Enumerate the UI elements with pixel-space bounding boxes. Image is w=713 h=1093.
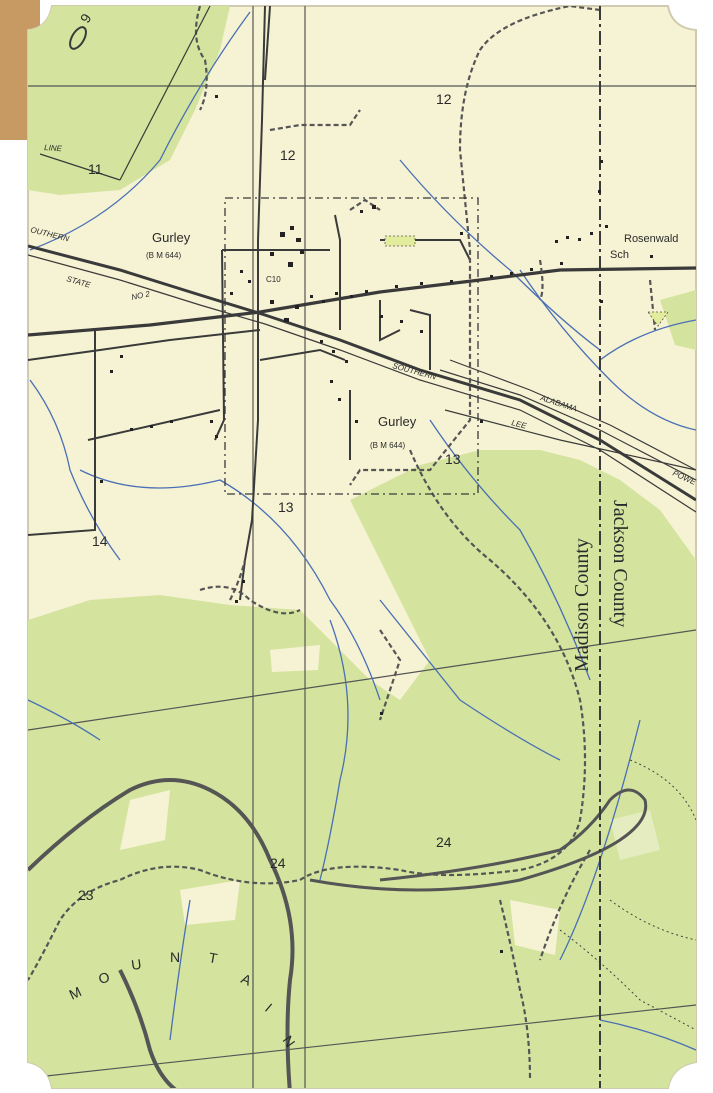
streams xyxy=(28,11,696,1051)
label-road-c10: C10 xyxy=(266,275,281,284)
clearing-south-2 xyxy=(180,880,240,925)
clearing-south-1 xyxy=(120,790,170,850)
mountain-letter: N xyxy=(170,949,180,965)
trails xyxy=(559,759,696,1031)
label-county-madison: Madison County xyxy=(571,538,593,672)
buildings xyxy=(100,95,653,953)
label-bm-south: (B M 644) xyxy=(370,441,405,450)
looped-road xyxy=(309,788,648,892)
label-section-14: 14 xyxy=(92,533,108,549)
mountain-letter: O xyxy=(97,969,112,987)
label-section-23: 23 xyxy=(78,887,94,903)
label-county-jackson: Jackson County xyxy=(609,500,631,627)
label-section-13b: 13 xyxy=(278,499,294,515)
mountain-road xyxy=(28,778,295,1088)
label-town-gurley-north: Gurley xyxy=(152,230,191,245)
label-section-24a: 24 xyxy=(436,834,452,850)
label-school-abbr: Sch xyxy=(610,249,629,261)
power-line xyxy=(39,6,696,471)
tank-triangle xyxy=(647,311,669,327)
label-bm-north: (B M 644) xyxy=(146,251,181,260)
label-town-gurley-south: Gurley xyxy=(378,414,417,429)
label-section-12b: 12 xyxy=(280,147,296,163)
label-section-24b: 24 xyxy=(270,855,286,871)
woodland-nw xyxy=(28,6,230,195)
label-line: LINE xyxy=(44,143,63,153)
label-highway-no: NO 2 xyxy=(131,289,152,302)
highway-state-no2 xyxy=(28,266,696,361)
mountain-letter: U xyxy=(130,956,142,973)
label-section-12a: 12 xyxy=(436,91,452,107)
label-section-13a: 13 xyxy=(445,451,461,467)
woodland-ne-patch xyxy=(660,290,696,350)
section-grid xyxy=(28,6,696,1088)
label-school-name: Rosenwald xyxy=(624,233,678,245)
mountain-letter: T xyxy=(207,949,219,966)
school-building xyxy=(384,235,416,247)
label-section-11: 11 xyxy=(88,161,103,177)
label-powerline-lee: LEE xyxy=(511,418,528,431)
corner-oval-mark xyxy=(69,26,87,50)
clearing-east-1 xyxy=(610,810,660,860)
clearing-south-4 xyxy=(270,645,320,672)
railroad-southern xyxy=(28,244,696,513)
town-boundary xyxy=(224,197,479,495)
